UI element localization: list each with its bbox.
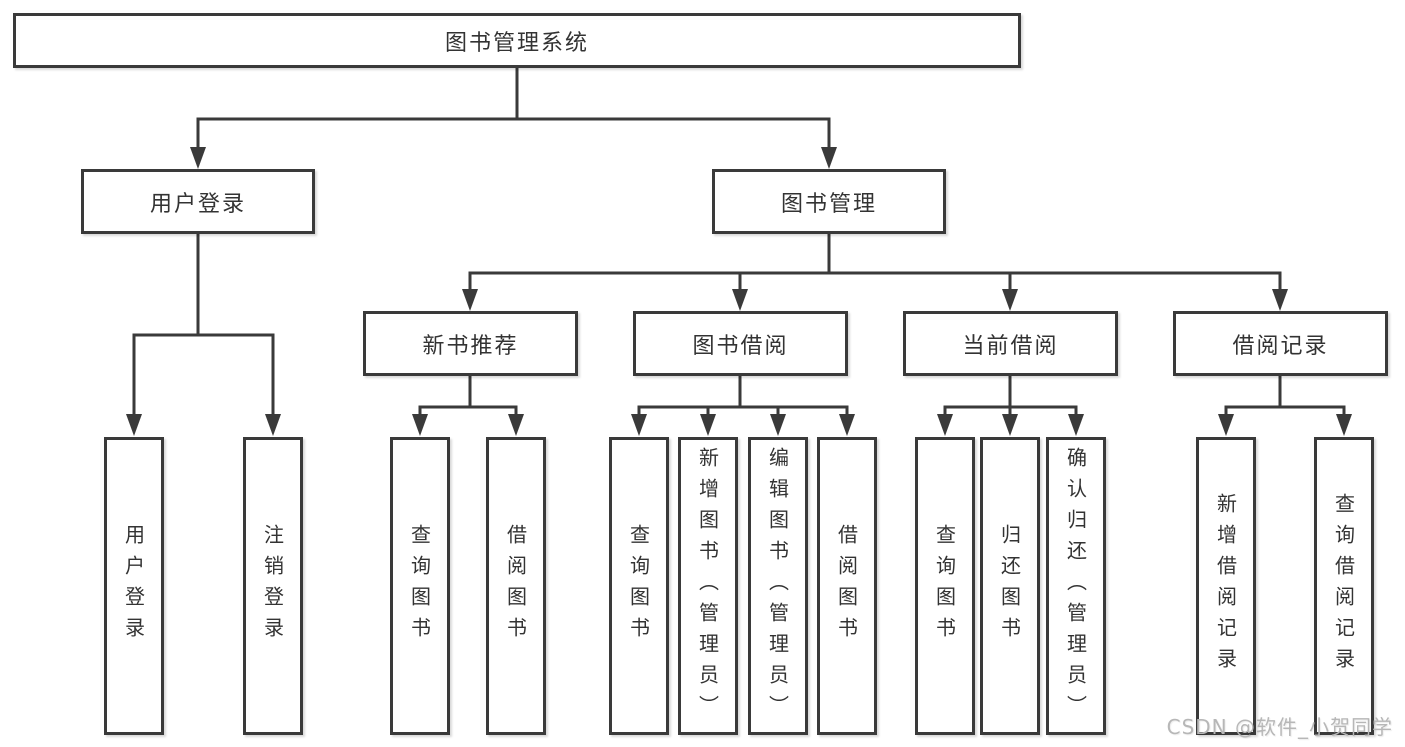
connector-new-book-recommend	[412, 376, 524, 436]
diagram-node-new-book-recommend: 新书推荐	[363, 311, 578, 376]
diagram-node-book-borrowing: 图书借阅	[633, 311, 848, 376]
diagram-node-label: 新增借阅记录	[1213, 493, 1238, 679]
diagram-node-bb-query-books: 查询图书	[609, 437, 669, 735]
diagram-node-bb-borrow-books: 借阅图书	[817, 437, 877, 735]
diagram-node-user-login: 用户登录	[81, 169, 315, 234]
diagram-node-label: 图书借阅	[692, 333, 789, 359]
diagram-node-label: 借阅图书	[503, 524, 528, 648]
connector-user-login	[126, 233, 281, 436]
diagram-node-bb-edit-books: 编辑图书（管理员）	[748, 437, 808, 735]
diagram-node-label: 借阅图书	[834, 524, 859, 648]
diagram-node-br-add-record: 新增借阅记录	[1196, 437, 1256, 735]
connector-book-management	[462, 233, 1288, 311]
diagram-node-library-system: 图书管理系统	[13, 13, 1021, 68]
diagram-node-br-query-record: 查询借阅记录	[1314, 437, 1374, 735]
diagram-node-label: 查询图书	[932, 524, 957, 648]
diagram-node-label: 新增图书（管理员）	[695, 446, 720, 726]
diagram-node-label: 查询图书	[626, 524, 651, 648]
diagram-node-nbr-borrow-books: 借阅图书	[486, 437, 546, 735]
diagram-node-cb-return-books: 归还图书	[980, 437, 1040, 735]
diagram-node-label: 查询图书	[407, 524, 432, 648]
diagram-node-label: 编辑图书（管理员）	[765, 446, 790, 726]
diagram-node-label: 新书推荐	[422, 333, 519, 359]
diagram-node-label: 归还图书	[997, 524, 1022, 648]
diagram-node-nbr-query-books: 查询图书	[390, 437, 450, 735]
csdn-watermark: CSDN @软件_小贺同学	[1166, 715, 1393, 739]
diagram-node-borrowing-records: 借阅记录	[1173, 311, 1388, 376]
connector-book-borrowing	[631, 376, 855, 436]
diagram-node-label: 借阅记录	[1232, 333, 1329, 359]
connector-library-system	[190, 67, 837, 169]
diagram-node-label: 确认归还（管理员）	[1063, 446, 1088, 726]
connector-borrowing-records	[1218, 376, 1352, 436]
diagram-node-label: 查询借阅记录	[1331, 493, 1356, 679]
diagram-node-current-borrowing: 当前借阅	[903, 311, 1118, 376]
diagram-node-label: 图书管理系统	[444, 30, 589, 56]
diagram-node-bb-add-books: 新增图书（管理员）	[678, 437, 738, 735]
diagram-node-cb-confirm-return: 确认归还（管理员）	[1046, 437, 1106, 735]
connector-current-borrowing	[937, 376, 1084, 436]
diagram-node-label: 注销登录	[260, 524, 285, 648]
diagram-node-logout-action: 注销登录	[243, 437, 303, 735]
diagram-node-label: 用户登录	[121, 524, 146, 648]
diagram-node-label: 当前借阅	[962, 333, 1059, 359]
diagram-node-cb-query-books: 查询图书	[915, 437, 975, 735]
diagram-node-label: 图书管理	[780, 191, 877, 217]
diagram-node-label: 用户登录	[149, 191, 246, 217]
diagram-node-book-management: 图书管理	[712, 169, 946, 234]
diagram-node-user-login-action: 用户登录	[104, 437, 164, 735]
